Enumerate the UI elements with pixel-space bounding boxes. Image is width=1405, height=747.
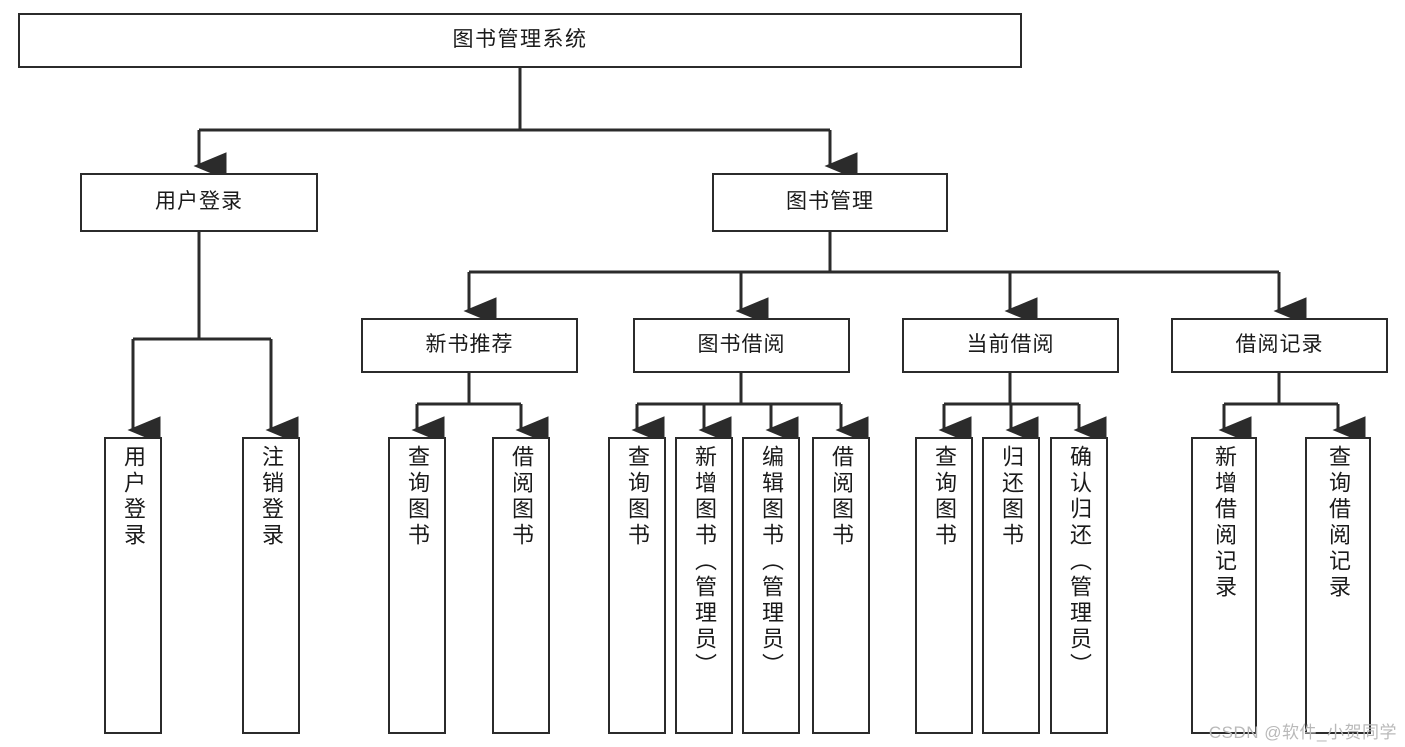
leaf-record-query-record[interactable]: 查询借阅记录 xyxy=(1305,437,1371,734)
node-label: 图书管理 xyxy=(786,190,874,214)
node-book-management[interactable]: 图书管理 xyxy=(712,173,948,232)
leaf-record-add-record[interactable]: 新增借阅记录 xyxy=(1191,437,1257,734)
node-label: 图书管理系统 xyxy=(452,28,588,52)
node-label: 借阅图书 xyxy=(509,445,534,549)
leaf-borrow-add-book[interactable]: 新增图书（管理员） xyxy=(675,437,733,734)
node-user-login[interactable]: 用户登录 xyxy=(80,173,318,232)
leaf-borrow-edit-book[interactable]: 编辑图书（管理员） xyxy=(742,437,800,734)
node-label: 查询图书 xyxy=(405,445,430,549)
watermark-text: CSDN @软件_小贺同学 xyxy=(1208,723,1397,742)
node-label: 新增图书（管理员） xyxy=(692,445,717,679)
node-label: 查询借阅记录 xyxy=(1326,445,1351,601)
node-label: 当前借阅 xyxy=(966,333,1055,357)
node-label: 新增借阅记录 xyxy=(1212,445,1237,601)
leaf-recommend-borrow-book[interactable]: 借阅图书 xyxy=(492,437,550,734)
leaf-user-login-login[interactable]: 用户登录 xyxy=(104,437,162,734)
node-root-system[interactable]: 图书管理系统 xyxy=(18,13,1022,68)
leaf-borrow-query-book[interactable]: 查询图书 xyxy=(608,437,666,734)
leaf-recommend-query-book[interactable]: 查询图书 xyxy=(388,437,446,734)
node-label: 编辑图书（管理员） xyxy=(759,445,784,679)
node-label: 用户登录 xyxy=(155,190,243,214)
node-current-borrow[interactable]: 当前借阅 xyxy=(902,318,1119,373)
leaf-current-confirm-return[interactable]: 确认归还（管理员） xyxy=(1050,437,1108,734)
node-book-borrow[interactable]: 图书借阅 xyxy=(633,318,850,373)
leaf-current-return-book[interactable]: 归还图书 xyxy=(982,437,1040,734)
node-label: 查询图书 xyxy=(625,445,650,549)
leaf-user-login-logout[interactable]: 注销登录 xyxy=(242,437,300,734)
node-label: 借阅图书 xyxy=(829,445,854,549)
node-label: 查询图书 xyxy=(932,445,957,549)
leaf-borrow-borrow-book[interactable]: 借阅图书 xyxy=(812,437,870,734)
node-borrow-record[interactable]: 借阅记录 xyxy=(1171,318,1388,373)
node-label: 图书借阅 xyxy=(697,333,786,357)
node-label: 归还图书 xyxy=(999,445,1024,549)
node-label: 确认归还（管理员） xyxy=(1067,445,1092,679)
node-label: 借阅记录 xyxy=(1235,333,1324,357)
leaf-current-query-book[interactable]: 查询图书 xyxy=(915,437,973,734)
node-label: 用户登录 xyxy=(121,445,146,549)
node-label: 新书推荐 xyxy=(425,333,514,357)
node-label: 注销登录 xyxy=(259,445,284,549)
node-new-book-recommend[interactable]: 新书推荐 xyxy=(361,318,578,373)
